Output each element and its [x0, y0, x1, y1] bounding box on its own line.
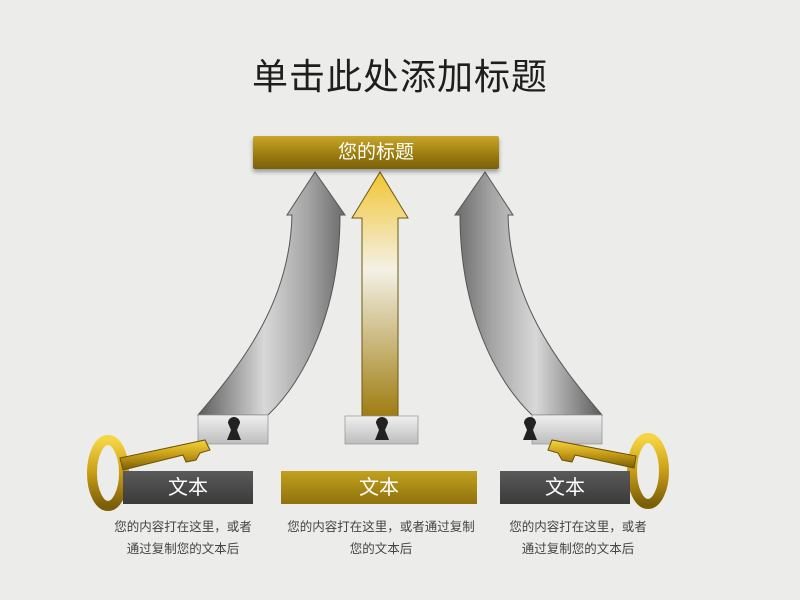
block-left-label[interactable]: 文本 [123, 471, 253, 504]
header-label-bar[interactable]: 您的标题 [253, 136, 499, 169]
block-center-label[interactable]: 文本 [281, 471, 477, 504]
arrow-right-curved-icon [454, 171, 604, 445]
arrow-center-straight-icon [344, 171, 419, 445]
arrow-left-curved-icon [196, 171, 346, 445]
keyhole-icon [375, 417, 389, 440]
block-right-label[interactable]: 文本 [500, 471, 630, 504]
slide-title[interactable]: 单击此处添加标题 [251, 57, 548, 98]
block-center-description[interactable]: 您的内容打在这里，或者通过复制您的文本后 [287, 519, 475, 556]
keyhole-icon [523, 417, 537, 440]
block-right-description[interactable]: 您的内容打在这里，或者通过复制您的文本后 [509, 519, 647, 556]
block-left-description[interactable]: 您的内容打在这里，或者通过复制您的文本后 [114, 519, 252, 556]
keyhole-icon [227, 417, 241, 440]
key-right-icon [547, 433, 669, 509]
